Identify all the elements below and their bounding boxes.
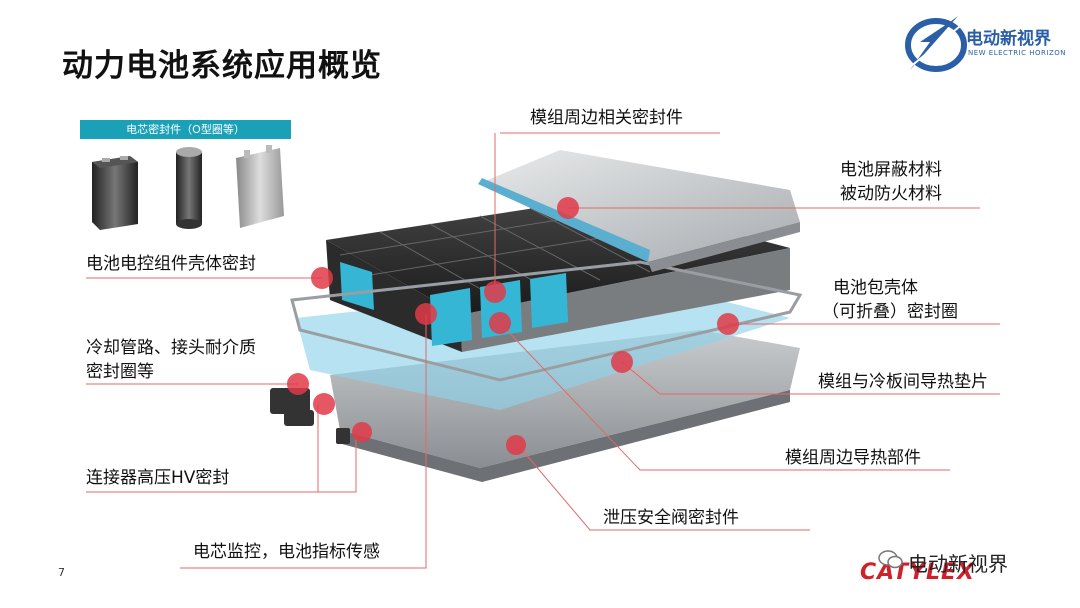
marker-cooling (287, 373, 309, 395)
marker-hv-1 (313, 393, 335, 415)
label-shield-1: 电池屏蔽材料 (840, 160, 942, 180)
label-cooling-2: 密封圈等 (86, 362, 154, 382)
marker-shield (557, 197, 579, 219)
leader-vent (517, 444, 810, 531)
wechat-icon (878, 550, 903, 569)
battery-cells-illustration (92, 145, 284, 230)
label-thermal-pad: 模组与冷板间导热垫片 (818, 372, 988, 392)
leader-lines (86, 132, 1000, 569)
logo-name: 电动新视界 (966, 29, 1051, 49)
label-pack-1: 电池包壳体 (833, 278, 918, 298)
marker-pack (717, 313, 739, 335)
pouch-cell-icon (236, 145, 284, 228)
cell-seal-banner: 电芯密封件（O型圈等） (80, 120, 291, 139)
logo-icon (903, 16, 971, 73)
label-shield-2: 被动防火材料 (840, 184, 942, 204)
leader-hv (86, 430, 357, 493)
partner-logo: CATYLEX (860, 560, 976, 585)
marker-vent (506, 435, 526, 455)
pack-seal-ring (290, 260, 803, 382)
marker-sensor (415, 303, 437, 325)
leader-thermal-pad (621, 361, 1000, 395)
marker-thermal-part (489, 312, 511, 334)
label-thermal-part: 模组周边导热部件 (785, 448, 921, 468)
label-cooling-1: 冷却管路、接头耐介质 (86, 338, 256, 358)
marker-thermal-pad (611, 351, 633, 373)
battery-cover (478, 150, 800, 272)
page-number: 7 (58, 566, 65, 579)
logo-subtitle: NEW ELECTRIC HORIZON (968, 49, 1066, 57)
marker-hv-2 (352, 422, 372, 442)
prismatic-cell-icon (92, 156, 138, 230)
marker-bms (311, 267, 333, 289)
label-vent-seal: 泄压安全阀密封件 (603, 508, 739, 528)
marker-dots (287, 197, 739, 455)
leader-sensor (180, 314, 427, 569)
label-module-seal: 模组周边相关密封件 (530, 108, 683, 128)
leader-thermal-part (499, 322, 950, 471)
label-bms-housing: 电池电控组件壳体密封 (86, 254, 256, 274)
marker-module-seal (484, 281, 506, 303)
cylindrical-cell-icon (176, 147, 202, 229)
page-title: 动力电池系统应用概览 (62, 48, 382, 84)
label-hv-seal: 连接器高压HV密封 (86, 468, 230, 488)
wechat-brand: 电动新视界 (908, 552, 1008, 576)
label-sensor: 电芯监控，电池指标传感 (193, 542, 380, 562)
label-pack-2: （可折叠）密封圈 (822, 302, 958, 322)
